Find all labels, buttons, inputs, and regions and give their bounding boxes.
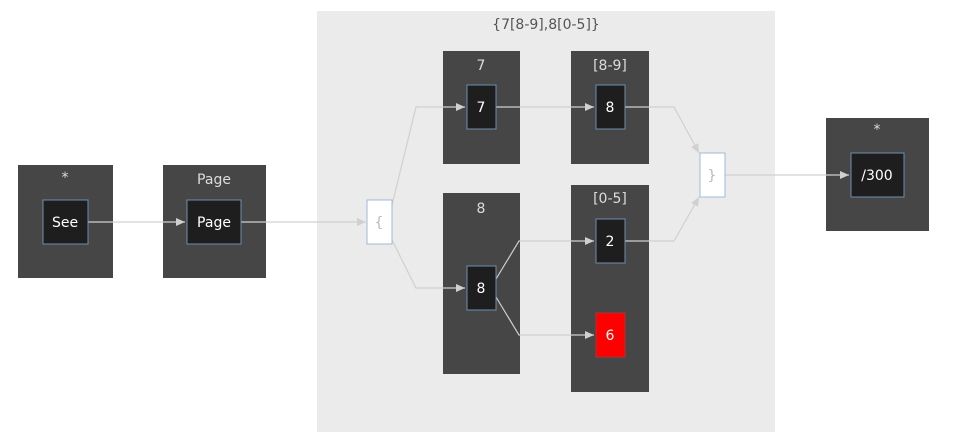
edge-open-brace-to-seven [391, 103, 465, 206]
group-range-0-5-label: [0-5] [593, 191, 627, 207]
group-page-label: Page [197, 172, 231, 188]
node-six-highlighted [595, 312, 626, 358]
edge-eight-to-two [495, 237, 594, 280]
node-eight-bottom-text: 8 [477, 281, 486, 297]
group-range-8-9-label: [8-9] [593, 58, 627, 74]
edge-eight-to-six [495, 296, 594, 339]
node-open-brace-text: { [375, 215, 384, 231]
node-two [595, 218, 626, 264]
node-slash300-text: /300 [861, 168, 892, 184]
node-open-brace [366, 199, 393, 245]
node-eight-bottom [466, 265, 497, 311]
node-page [186, 199, 242, 245]
node-eight-top [595, 84, 626, 130]
outer-group-label: {7[8-9],8[0-5]} [492, 17, 600, 33]
group-seven-label: 7 [477, 58, 486, 74]
node-seven [466, 84, 497, 130]
edge-two-to-close-brace [625, 196, 700, 242]
node-two-text: 2 [606, 234, 615, 250]
group-star-left-label: * [62, 170, 69, 186]
edge-eight-to-close-brace [625, 106, 700, 154]
node-close-brace [699, 152, 726, 198]
node-slash300 [850, 152, 905, 198]
group-star-right-label: * [874, 122, 881, 138]
node-see-text: See [52, 215, 78, 231]
node-close-brace-text: } [708, 168, 717, 184]
group-eight-label: 8 [477, 201, 486, 217]
node-seven-text: 7 [477, 100, 486, 116]
node-six-text: 6 [606, 328, 615, 344]
group-range-0-5 [571, 185, 649, 392]
edge-open-brace-to-eight [391, 239, 465, 292]
node-eight-top-text: 8 [606, 100, 615, 116]
outer-group-box [317, 11, 775, 432]
node-see [42, 199, 89, 245]
node-page-text: Page [197, 215, 231, 231]
